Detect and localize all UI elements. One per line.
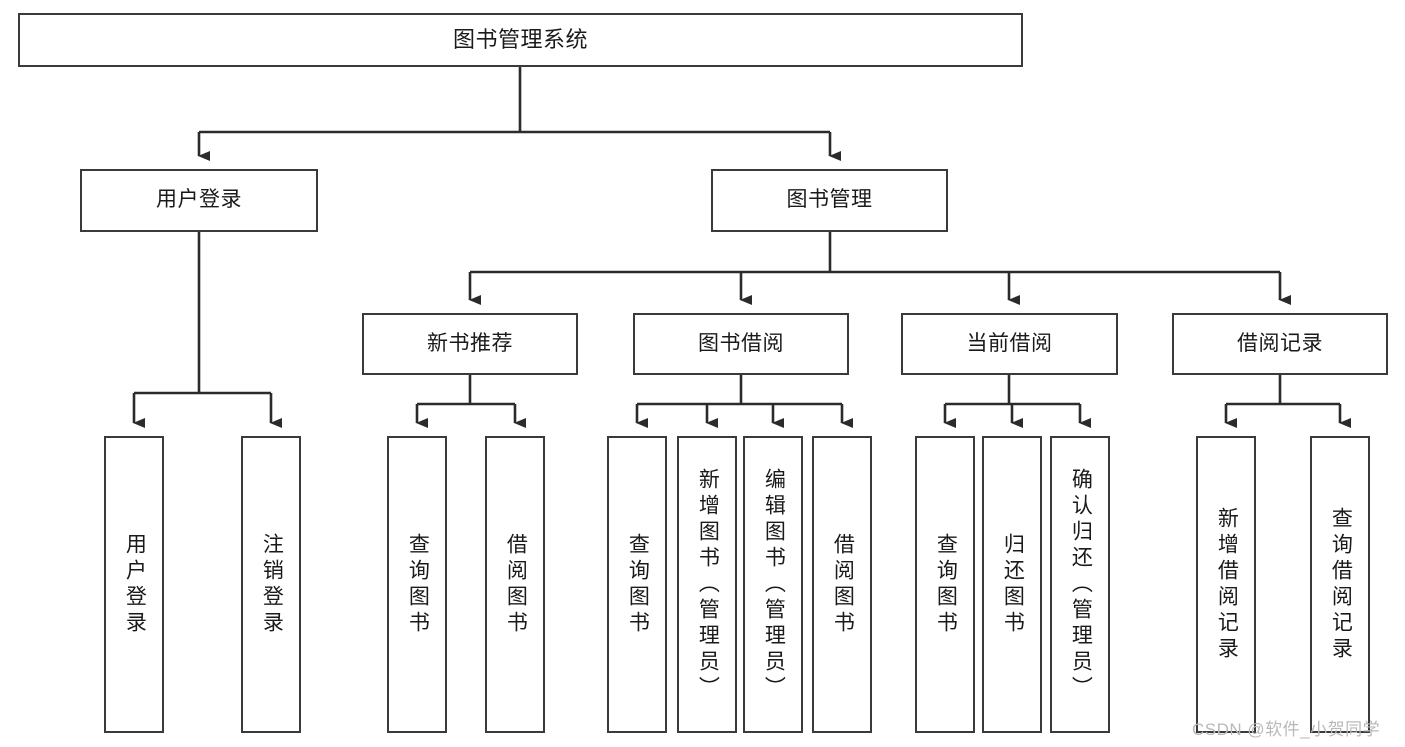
node-leaf-confirm-return-label: 确认归还（管理员）: [1069, 467, 1093, 702]
node-leaf-add-record-label: 新增借阅记录: [1215, 506, 1239, 663]
node-leaf-borrow-book-rec[interactable]: 借阅图书: [485, 436, 545, 733]
node-leaf-query-book-rec[interactable]: 查询图书: [387, 436, 447, 733]
node-leaf-query-record[interactable]: 查询借阅记录: [1310, 436, 1370, 733]
node-book-manage[interactable]: 图书管理: [711, 169, 948, 232]
node-leaf-query-book-cur[interactable]: 查询图书: [915, 436, 975, 733]
node-new-book-recommend[interactable]: 新书推荐: [362, 313, 578, 375]
node-leaf-confirm-return[interactable]: 确认归还（管理员）: [1050, 436, 1110, 733]
node-leaf-user-logout-label: 注销登录: [260, 532, 284, 637]
node-leaf-add-record[interactable]: 新增借阅记录: [1196, 436, 1256, 733]
node-new-book-recommend-label: 新书推荐: [427, 331, 513, 355]
node-leaf-query-book-cur-label: 查询图书: [934, 532, 958, 637]
node-leaf-user-login[interactable]: 用户登录: [104, 436, 164, 733]
node-leaf-return-book[interactable]: 归还图书: [982, 436, 1042, 733]
node-leaf-user-login-label: 用户登录: [123, 532, 147, 637]
node-book-borrow-label: 图书借阅: [698, 331, 784, 355]
node-leaf-query-record-label: 查询借阅记录: [1329, 506, 1353, 663]
node-current-borrow-label: 当前借阅: [966, 331, 1053, 355]
csdn-watermark: CSDN @软件_小贺同学: [1192, 720, 1381, 739]
node-leaf-query-book-rec-label: 查询图书: [406, 532, 430, 637]
node-leaf-borrow-book[interactable]: 借阅图书: [812, 436, 872, 733]
node-root-label: 图书管理系统: [452, 27, 588, 53]
node-leaf-borrow-book-label: 借阅图书: [831, 532, 855, 637]
node-root[interactable]: 图书管理系统: [18, 13, 1023, 67]
node-leaf-add-book-label: 新增图书（管理员）: [696, 467, 720, 702]
node-borrow-record-label: 借阅记录: [1237, 331, 1323, 355]
node-leaf-query-book-borrow-label: 查询图书: [626, 532, 650, 637]
node-current-borrow[interactable]: 当前借阅: [901, 313, 1118, 375]
node-leaf-query-book-borrow[interactable]: 查询图书: [607, 436, 667, 733]
node-book-borrow[interactable]: 图书借阅: [633, 313, 849, 375]
node-leaf-add-book[interactable]: 新增图书（管理员）: [677, 436, 737, 733]
node-user-login-label: 用户登录: [156, 188, 242, 212]
node-leaf-return-book-label: 归还图书: [1001, 532, 1025, 637]
node-leaf-edit-book-label: 编辑图书（管理员）: [762, 467, 786, 702]
node-borrow-record[interactable]: 借阅记录: [1172, 313, 1388, 375]
node-book-manage-label: 图书管理: [786, 188, 873, 212]
node-leaf-user-logout[interactable]: 注销登录: [241, 436, 301, 733]
node-leaf-borrow-book-rec-label: 借阅图书: [504, 532, 528, 637]
node-user-login[interactable]: 用户登录: [80, 169, 318, 232]
node-leaf-edit-book[interactable]: 编辑图书（管理员）: [743, 436, 803, 733]
